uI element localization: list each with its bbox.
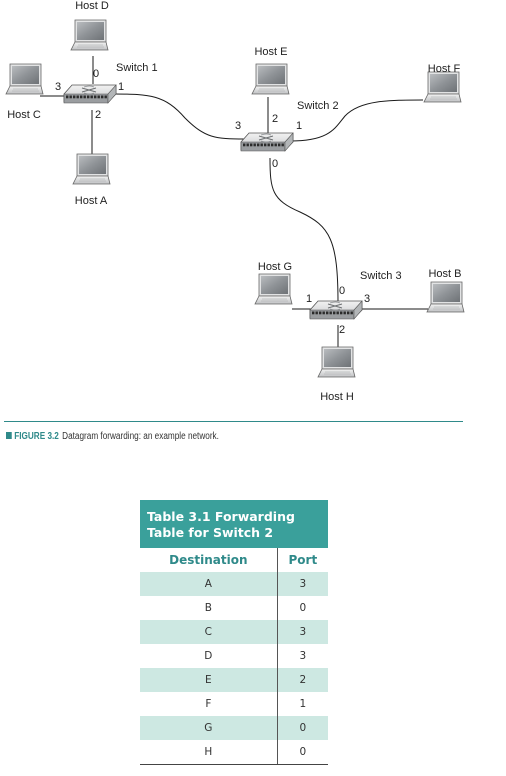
column-header-destination: Destination <box>140 548 278 572</box>
table-cell-destination: C <box>140 620 278 644</box>
table-cell-port: 1 <box>299 698 307 710</box>
table-header-row: Destination Port <box>140 548 328 572</box>
switch-icon <box>240 132 294 152</box>
port-label: 0 <box>272 158 278 170</box>
host-label: Host G <box>258 261 292 273</box>
laptop-icon <box>72 153 111 185</box>
table-cell-destination: E <box>140 668 278 692</box>
table-cell-port: 0 <box>299 602 307 614</box>
table-title: Table 3.1 Forwarding Table for Switch 2 <box>140 500 328 548</box>
port-label: 2 <box>339 324 345 336</box>
host-label: Host D <box>75 0 109 12</box>
host-label: Host H <box>320 391 354 403</box>
links-layer <box>40 56 428 350</box>
table-cell-port: 0 <box>277 740 328 765</box>
port-label: 3 <box>235 120 241 132</box>
table-cell-destination: B <box>140 596 278 620</box>
laptop-icon <box>251 63 290 95</box>
column-header-port: Port <box>288 553 318 567</box>
table-cell-port: 3 <box>277 620 328 644</box>
table-cell-destination: G <box>140 716 278 740</box>
port-label: 2 <box>272 113 278 125</box>
table-cell-destination: D <box>140 644 278 668</box>
table-cell-destination: A <box>140 572 278 596</box>
port-label: 3 <box>55 81 61 93</box>
port-label: 1 <box>296 120 302 132</box>
link-s2-F <box>289 99 424 142</box>
laptop-icon <box>5 63 44 95</box>
table-cell-port: 3 <box>299 650 307 662</box>
port-label: 0 <box>93 68 99 80</box>
switch-label: Switch 1 <box>116 62 158 74</box>
port-label: 3 <box>364 293 370 305</box>
switch-label: Switch 3 <box>360 270 402 282</box>
table-cell-port: 2 <box>277 668 328 692</box>
host-label: Host B <box>428 268 461 280</box>
port-label: 0 <box>339 285 345 297</box>
caption-rule <box>4 421 463 422</box>
nodes-layer <box>5 19 465 378</box>
caption-text: Datagram forwarding: an example network. <box>62 431 219 442</box>
laptop-icon <box>254 273 293 305</box>
caption-square-icon <box>6 432 12 439</box>
table-cell-port: 3 <box>277 572 328 596</box>
laptop-icon <box>426 281 465 313</box>
port-label: 1 <box>306 293 312 305</box>
figure-number: FIGURE 3.2 <box>14 431 59 442</box>
switch-icon <box>309 300 363 320</box>
laptop-icon <box>70 19 109 51</box>
table-cell-destination: F <box>140 692 278 716</box>
forwarding-table: Table 3.1 Forwarding Table for Switch 2 … <box>140 500 328 765</box>
link-s1-s2 <box>112 93 246 140</box>
host-label: Host A <box>75 195 108 207</box>
table-cell-destination: H <box>140 740 278 765</box>
host-label: Host C <box>7 109 41 121</box>
laptop-icon <box>423 71 462 103</box>
host-label: Host E <box>254 46 287 58</box>
port-label: 1 <box>118 81 124 93</box>
switch-label: Switch 2 <box>297 100 339 112</box>
link-s2-s3 <box>269 157 339 304</box>
switch-icon <box>63 84 117 104</box>
host-label: Host F <box>428 63 461 75</box>
port-label: 2 <box>95 109 101 121</box>
laptop-icon <box>317 346 356 378</box>
table-cell-port: 0 <box>277 716 328 740</box>
